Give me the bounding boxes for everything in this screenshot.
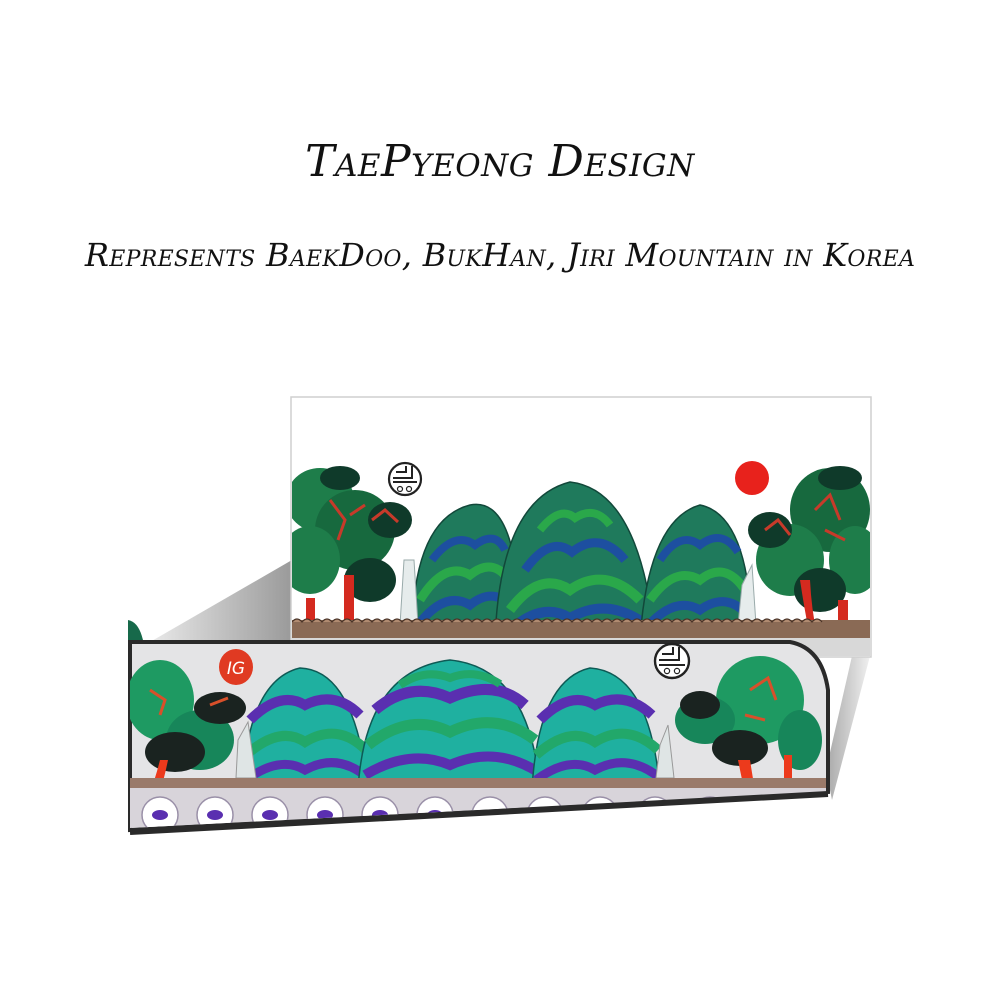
red-sun-icon	[735, 461, 769, 495]
perspective-shadow	[150, 560, 870, 800]
blade-mountain-center	[357, 659, 541, 791]
blade-mountain-right	[531, 667, 663, 791]
blade-mountain-left	[241, 667, 371, 791]
design-panel	[290, 396, 872, 658]
svg-text:IG: IG	[227, 659, 245, 679]
mountain-right	[639, 504, 754, 641]
mountain-center	[494, 481, 656, 641]
page-subtitle: Represents BaekDoo, BukHan, Jiri Mountai…	[84, 236, 916, 274]
pine-trees-right	[748, 466, 870, 656]
ig-logo-icon: IG	[219, 649, 253, 685]
blade-edge	[129, 791, 829, 835]
page-title: TaePyeong Design	[305, 136, 695, 187]
blade-rock-band	[130, 778, 826, 790]
mountain-left	[411, 503, 521, 641]
knife-blade: IG	[128, 620, 830, 835]
blade-maker-seal-icon	[653, 642, 691, 680]
maker-seal-icon	[387, 461, 423, 497]
pine-trees-left	[292, 466, 412, 643]
